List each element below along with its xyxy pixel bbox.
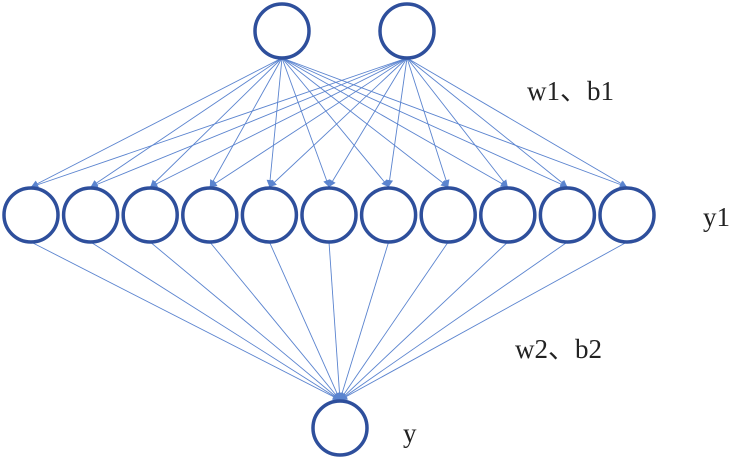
edge-input-2-to-hidden-11 [406, 57, 628, 188]
edge-input-1-to-hidden-10 [281, 57, 568, 188]
edge-input-1-to-hidden-3 [149, 57, 283, 188]
edge-input-2-to-hidden-8 [406, 57, 449, 188]
edge-hidden-3-to-output [149, 241, 341, 401]
label-y: y [403, 418, 417, 448]
input-node-1 [253, 2, 311, 60]
hidden-node-5 [240, 186, 299, 244]
hidden-node-11 [598, 186, 656, 244]
label-y1: y1 [703, 202, 730, 232]
edge-input-2-to-hidden-4 [209, 57, 408, 188]
edge-input-2-to-hidden-10 [406, 57, 568, 188]
label-w2-b2: w2、b2 [515, 334, 602, 364]
edge-hidden-10-to-output [339, 241, 568, 401]
hidden-node-9 [479, 186, 537, 244]
arrowhead-input-2-to-hidden-3 [150, 180, 159, 187]
edge-hidden-4-to-output [209, 241, 341, 401]
hidden-node-1 [2, 186, 60, 244]
edge-input-1-to-hidden-11 [281, 57, 628, 188]
input-layer [253, 2, 436, 60]
edge-hidden-6-to-output [328, 241, 341, 401]
arrowhead-input-2-to-hidden-4 [209, 180, 218, 187]
input-node-2 [378, 2, 436, 60]
hidden-node-7 [359, 186, 418, 244]
arrowhead-input-2-to-hidden-6 [329, 179, 336, 187]
output-node [311, 399, 369, 457]
edge-hidden-2-to-output [90, 241, 341, 401]
edge-input-1-to-hidden-1 [30, 57, 283, 188]
edges-hidden-to-output [30, 241, 628, 401]
hidden-node-2 [61, 186, 120, 244]
hidden-node-10 [538, 186, 597, 244]
edge-input-1-to-hidden-5 [268, 57, 283, 188]
arrowhead-input-1-to-hidden-8 [440, 179, 449, 187]
hidden-node-6 [300, 186, 358, 244]
edge-input-2-to-hidden-6 [328, 57, 408, 188]
arrowhead-input-2-to-hidden-10 [559, 179, 568, 187]
edge-input-1-to-hidden-2 [90, 57, 283, 188]
hidden-layer [2, 186, 656, 244]
edge-input-2-to-hidden-2 [90, 57, 408, 188]
arrowhead-input-2-to-hidden-2 [90, 181, 99, 188]
hidden-node-8 [419, 186, 477, 244]
edge-input-2-to-hidden-7 [388, 57, 408, 188]
edge-input-2-to-hidden-1 [30, 57, 408, 188]
output-layer [311, 399, 369, 457]
edge-input-1-to-hidden-4 [209, 57, 283, 188]
edge-hidden-7-to-output [339, 241, 390, 401]
edge-input-1-to-hidden-7 [281, 57, 389, 188]
label-w1-b1: w1、b1 [527, 76, 614, 106]
hidden-node-3 [121, 186, 179, 244]
edge-input-1-to-hidden-9 [281, 57, 509, 188]
edges-input-to-hidden [30, 57, 628, 189]
edge-hidden-5-to-output [268, 241, 341, 401]
arrowhead-input-2-to-hidden-7 [386, 179, 394, 187]
edge-input-1-to-hidden-8 [281, 57, 449, 188]
arrowhead-input-1-to-hidden-6 [323, 179, 330, 187]
arrowhead-input-2-to-hidden-5 [269, 179, 277, 187]
edge-hidden-8-to-output [339, 241, 449, 401]
edge-input-2-to-hidden-5 [269, 57, 408, 188]
hidden-node-4 [181, 186, 239, 244]
edge-hidden-9-to-output [339, 241, 509, 401]
arrowhead-input-2-to-hidden-11 [619, 180, 627, 187]
edge-hidden-11-to-output [339, 241, 628, 401]
arrowhead-hidden-11-to-output [340, 393, 348, 400]
arrowhead-input-2-to-hidden-9 [500, 179, 508, 187]
edge-input-2-to-hidden-9 [406, 57, 509, 188]
edge-input-2-to-hidden-3 [149, 57, 408, 188]
edge-hidden-1-to-output [30, 241, 341, 401]
edge-input-1-to-hidden-6 [281, 57, 330, 188]
arrowhead-input-2-to-hidden-8 [442, 179, 450, 187]
